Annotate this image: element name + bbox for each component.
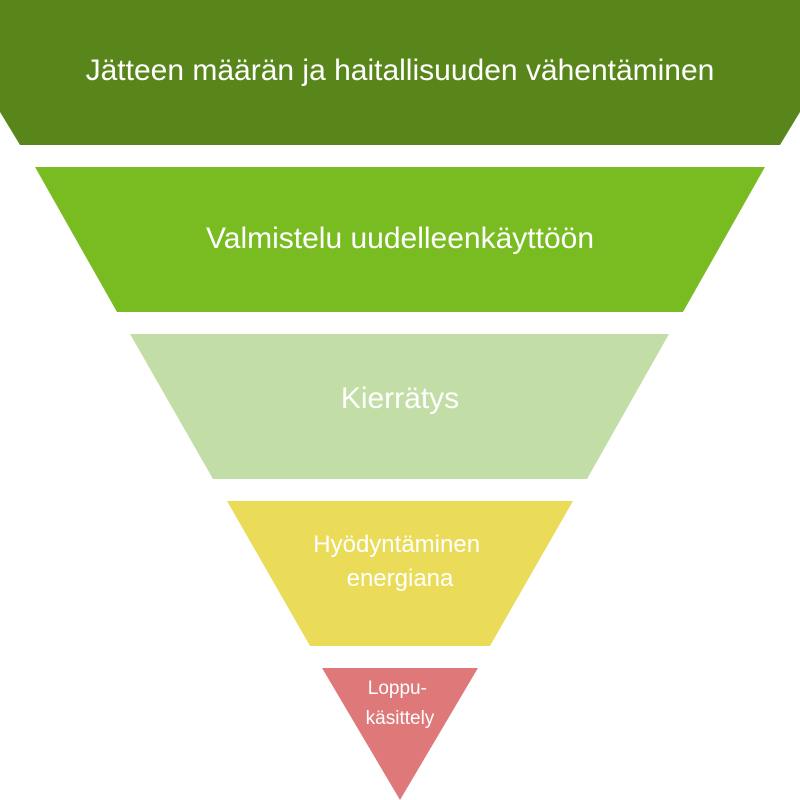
tier-energy-recovery-shape: [227, 501, 573, 646]
tier-energy-recovery: Hyödyntäminen energiana: [227, 501, 573, 646]
tier-disposal-label: Loppu- käsittely: [366, 678, 435, 729]
tier-reuse: Valmistelu uudelleenkäyttöön: [35, 167, 765, 312]
tier-energy-recovery-label-line-2: energiana: [347, 565, 454, 592]
tier-reuse-label: Valmistelu uudelleenkäyttöön: [206, 222, 594, 255]
tier-prevention: Jätteen määrän ja haitallisuuden vähentä…: [0, 0, 800, 145]
tier-recycling-shape: [130, 334, 669, 479]
tier-prevention-shape: [0, 0, 800, 145]
tier-energy-recovery-label-line-1: Hyödyntäminen: [313, 531, 480, 558]
tier-recycling-label-line: Kierrätys: [341, 382, 459, 415]
tier-energy-recovery-label: Hyödyntäminen energiana: [313, 531, 486, 592]
tier-disposal-label-line-2: käsittely: [366, 708, 435, 729]
tier-reuse-label-line: Valmistelu uudelleenkäyttöön: [206, 222, 594, 255]
tier-disposal-label-line-1: Loppu-: [368, 678, 427, 699]
tier-prevention-label: Jätteen määrän ja haitallisuuden vähentä…: [86, 54, 715, 87]
tier-prevention-label-line: Jätteen määrän ja haitallisuuden vähentä…: [86, 54, 715, 87]
tier-disposal-shape: [322, 668, 478, 800]
tier-disposal: Loppu- käsittely: [322, 668, 478, 800]
tier-recycling-label: Kierrätys: [341, 382, 459, 415]
tier-reuse-shape: [35, 167, 765, 312]
tier-recycling: Kierrätys: [130, 334, 669, 479]
